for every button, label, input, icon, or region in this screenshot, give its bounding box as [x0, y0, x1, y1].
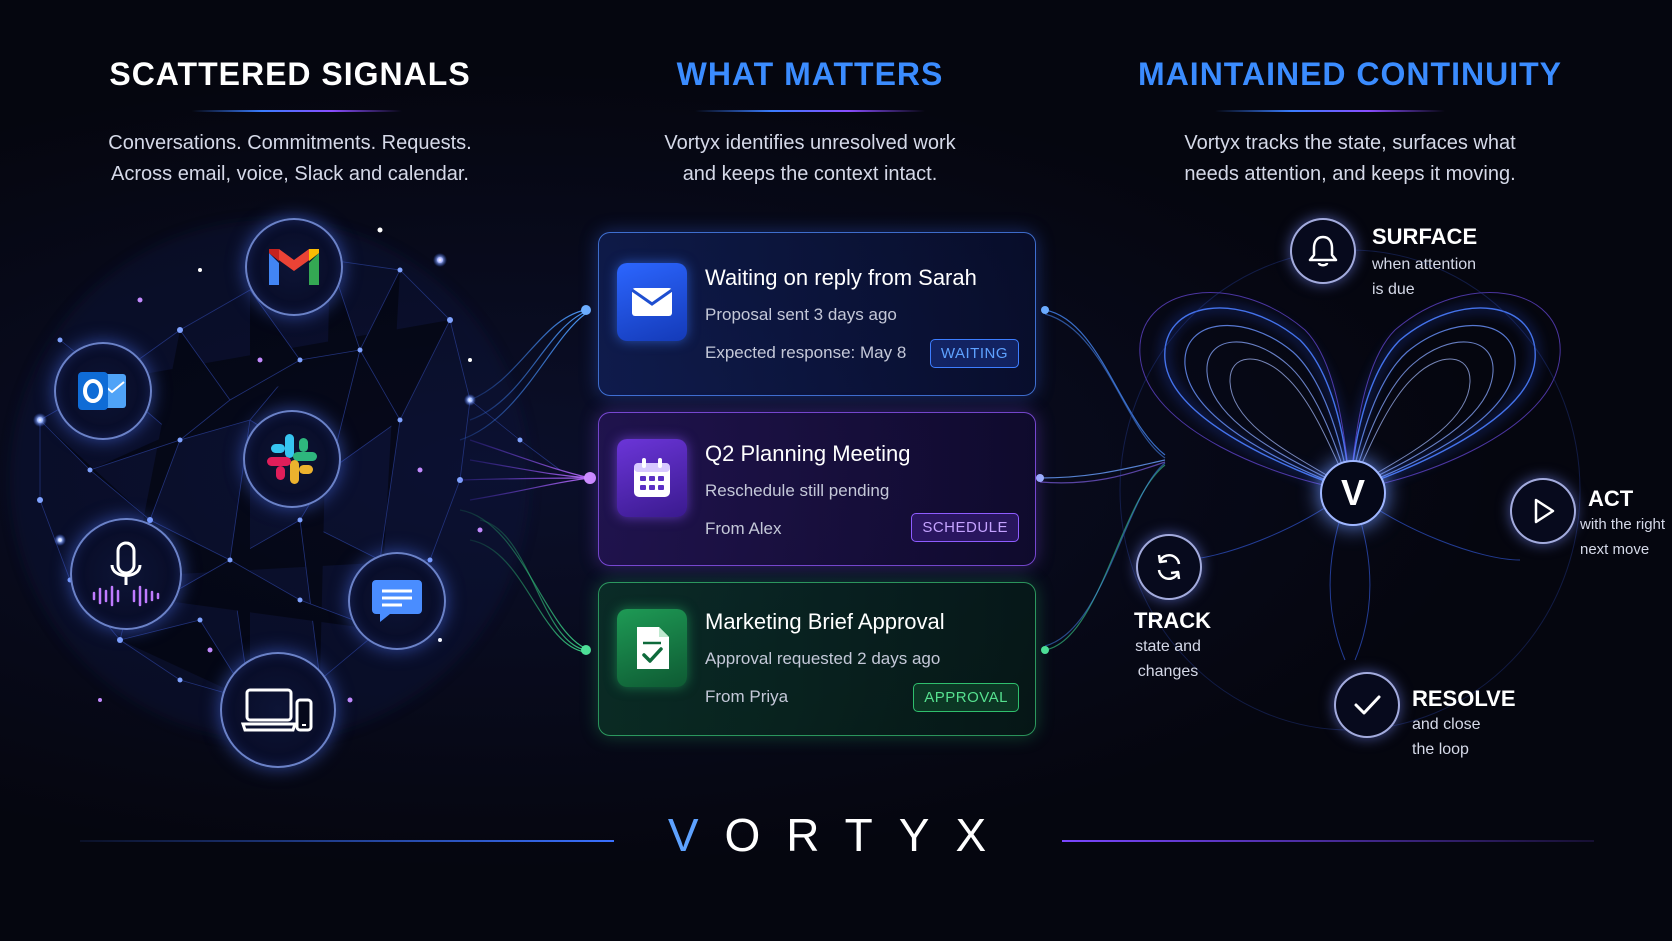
- subtitle-line: and keeps the context intact.: [682, 163, 938, 185]
- subtitle-what-matters: Vortyx identifies unresolved work and ke…: [600, 128, 1020, 190]
- subtitle-line: Across email, voice, Slack and calendar.: [111, 163, 469, 185]
- wordmark-v: V: [667, 809, 725, 861]
- subtitle-line: Conversations. Commitments. Requests.: [108, 132, 472, 154]
- card-title: Q2 Planning Meeting: [705, 441, 911, 466]
- checkmark-icon: [1334, 672, 1400, 738]
- bell-icon: [1290, 218, 1356, 284]
- card-detail: From Alex: [705, 519, 782, 538]
- step-text-line: next move: [1580, 541, 1650, 558]
- card-detail: From Priya: [705, 687, 789, 706]
- subtitle-line: Vortyx identifies unresolved work: [664, 132, 956, 154]
- card-detail: Reschedule still pending: [705, 481, 890, 500]
- play-icon: [1510, 478, 1576, 544]
- step-surface-text: when attention is due: [1372, 252, 1476, 302]
- vortyx-wordmark: VORTYX: [660, 808, 1020, 862]
- subtitle-line: needs attention, and keeps it moving.: [1184, 163, 1516, 185]
- envelope-icon: [617, 263, 687, 341]
- flow-lines-in: [459, 309, 591, 653]
- devices-icon: [220, 652, 336, 768]
- step-text-line: and close: [1412, 716, 1481, 733]
- status-badge-schedule: SCHEDULE: [911, 513, 1019, 542]
- step-resolve-text: and close the loop: [1412, 712, 1481, 762]
- card-q2-planning[interactable]: Q2 Planning Meeting Reschedule still pen…: [598, 412, 1036, 566]
- footer-rule-left: [80, 840, 614, 842]
- step-text-line: is due: [1372, 281, 1415, 298]
- card-detail: Expected response: May 8: [705, 343, 907, 362]
- voice-icon: [70, 518, 182, 630]
- step-text-line: when attention: [1372, 256, 1477, 273]
- flow-node-blue: [581, 305, 591, 315]
- flow-node-green: [581, 645, 591, 655]
- heading-what-matters: WHAT MATTERS: [676, 56, 944, 92]
- subtitle-line: Vortyx tracks the state, surfaces what: [1184, 132, 1516, 154]
- flow-lines-out: [1039, 309, 1166, 651]
- step-act-text: with the right next move: [1580, 512, 1665, 562]
- gmail-icon: [245, 218, 343, 316]
- refresh-icon: [1136, 534, 1202, 600]
- vortex: [1119, 249, 1581, 731]
- slack-icon: [243, 410, 341, 508]
- card-waiting-reply[interactable]: Waiting on reply from Sarah Proposal sen…: [598, 232, 1036, 396]
- step-text-line: with the right: [1580, 516, 1666, 533]
- footer-rule-right: [1062, 840, 1594, 842]
- step-act-label: ACT: [1588, 486, 1634, 511]
- heading-underline-3: [1215, 110, 1445, 112]
- flow-node-purple: [584, 472, 596, 484]
- step-resolve-label: RESOLVE: [1412, 686, 1516, 711]
- subtitle-maintained-continuity: Vortyx tracks the state, surfaces what n…: [1120, 128, 1580, 190]
- step-surface-label: SURFACE: [1372, 224, 1478, 249]
- outlook-icon: [54, 342, 152, 440]
- step-text-line: state and: [1135, 638, 1201, 655]
- step-text-line: changes: [1137, 663, 1199, 680]
- heading-scattered-signals: SCATTERED SIGNALS: [109, 56, 471, 92]
- status-badge-waiting: WAITING: [929, 339, 1019, 368]
- step-track-text: state and changes: [1122, 634, 1214, 684]
- heading-maintained-continuity: MAINTAINED CONTINUITY: [1138, 56, 1562, 92]
- card-title: Waiting on reply from Sarah: [705, 265, 977, 290]
- vortyx-core-logo: V: [1320, 460, 1386, 526]
- card-title: Marketing Brief Approval: [705, 609, 945, 634]
- document-check-icon: [617, 609, 687, 687]
- heading-underline-1: [192, 110, 402, 112]
- heading-underline-2: [695, 110, 925, 112]
- step-text-line: the loop: [1412, 741, 1469, 758]
- card-detail: Approval requested 2 days ago: [705, 649, 941, 668]
- subtitle-scattered-signals: Conversations. Commitments. Requests. Ac…: [70, 128, 510, 190]
- chat-icon: [348, 552, 446, 650]
- card-marketing-brief[interactable]: Marketing Brief Approval Approval reques…: [598, 582, 1036, 736]
- calendar-icon: [617, 439, 687, 517]
- step-track-label: TRACK: [1134, 608, 1211, 633]
- wordmark-rest: ORTYX: [724, 809, 1013, 861]
- status-badge-approval: APPROVAL: [913, 683, 1019, 712]
- card-detail: Proposal sent 3 days ago: [705, 305, 897, 324]
